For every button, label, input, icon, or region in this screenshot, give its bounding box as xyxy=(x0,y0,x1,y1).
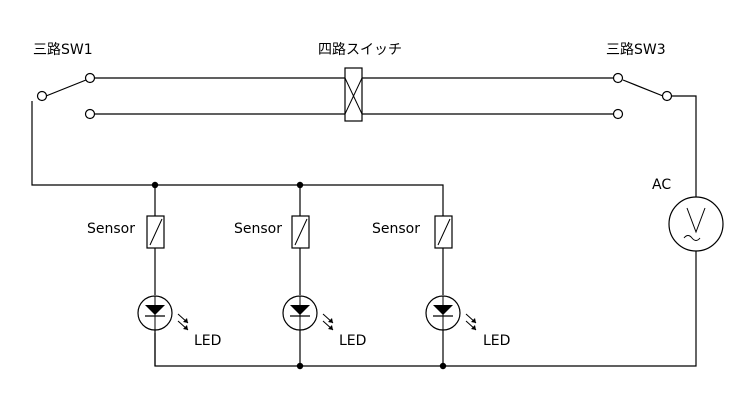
branch-1: Sensor LED xyxy=(87,185,221,366)
return-wire-right xyxy=(154,251,697,367)
switch-1-label: 三路SW1 xyxy=(33,42,93,58)
junction-dot-bottom-3 xyxy=(439,362,447,370)
branch-2: Sensor LED xyxy=(234,185,366,366)
led-2-label: LED xyxy=(339,333,366,349)
sensor-2-label: Sensor xyxy=(234,221,282,237)
sensor-2 xyxy=(291,215,310,249)
three-way-switch-3 xyxy=(612,72,673,120)
three-way-switch-1 xyxy=(36,72,96,120)
ac-label: AC xyxy=(652,177,671,193)
four-way-switch-label: 四路スイッチ xyxy=(318,42,402,58)
ac-source xyxy=(668,196,724,252)
sensor-3 xyxy=(434,215,453,249)
led-1 xyxy=(137,295,189,331)
junction-dot-bottom-2 xyxy=(296,362,304,370)
led-3-label: LED xyxy=(483,333,510,349)
branch-3: Sensor LED xyxy=(372,215,510,366)
junction-dot-top-1 xyxy=(151,181,159,189)
led-3 xyxy=(425,295,477,331)
four-way-switch xyxy=(344,67,363,122)
feed-wire-left xyxy=(31,101,444,216)
sensor-1-label: Sensor xyxy=(87,221,135,237)
switch-3-label: 三路SW3 xyxy=(606,42,666,58)
feed-wire-right xyxy=(671,95,697,197)
sensor-3-label: Sensor xyxy=(372,221,420,237)
sensor-1 xyxy=(146,215,165,249)
led-2 xyxy=(282,295,334,331)
junction-dot-top-2 xyxy=(296,181,304,189)
led-1-label: LED xyxy=(194,333,221,349)
